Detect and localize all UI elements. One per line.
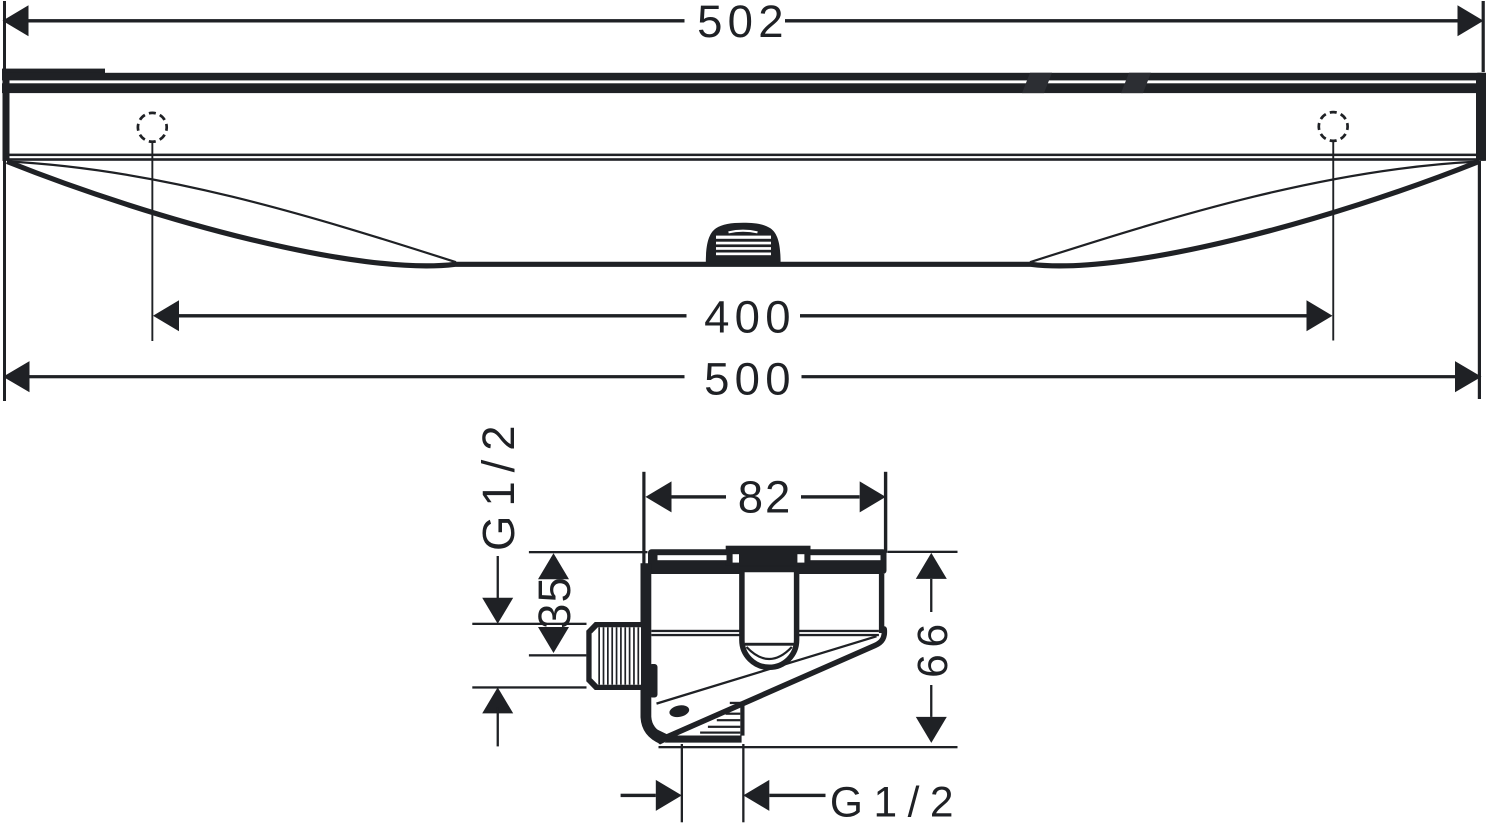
svg-text:502: 502 (697, 0, 789, 47)
svg-text:66: 66 (910, 617, 957, 678)
svg-text:35: 35 (529, 576, 580, 629)
svg-text:500: 500 (704, 354, 796, 405)
svg-text:400: 400 (704, 292, 796, 343)
svg-text:G1/2: G1/2 (830, 779, 964, 826)
svg-text:G1/2: G1/2 (473, 416, 524, 551)
svg-text:82: 82 (738, 472, 793, 523)
